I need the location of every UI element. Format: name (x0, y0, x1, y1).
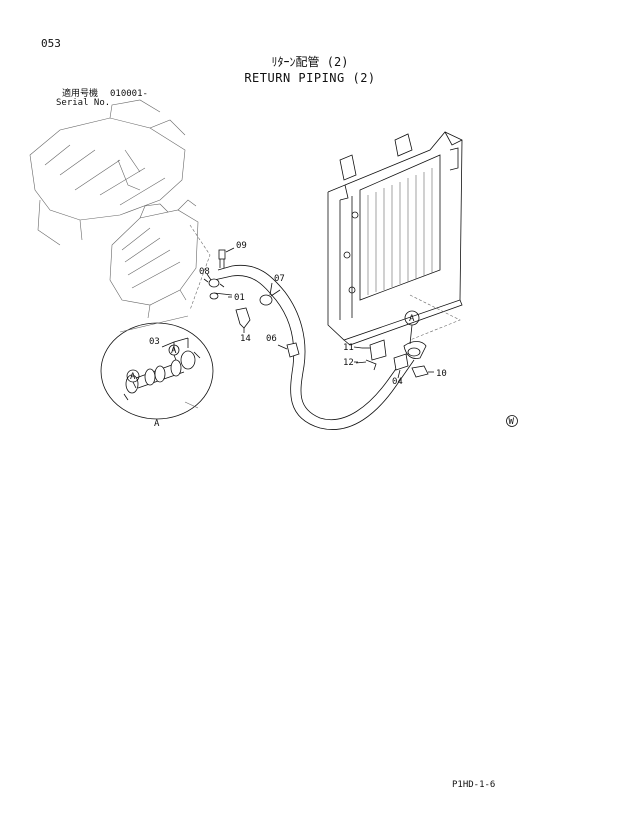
reference-label-a-detail: A (171, 346, 177, 356)
callout-14: 14 (240, 334, 251, 344)
radiator-oil-cooler (327, 131, 463, 346)
control-valve-ghost-drawing (109, 199, 199, 319)
reference-circle-a-upper (404, 310, 420, 345)
hose-band-part-01 (209, 292, 233, 300)
callout-08: 08 (199, 267, 210, 277)
footer-page-code: P1HD-1-6 (452, 780, 496, 790)
callout-11: 11 (343, 343, 354, 353)
callout-03: 03 (149, 337, 160, 347)
reference-label-a-ring: A (130, 372, 136, 382)
detail-view-a (100, 315, 214, 420)
projection-lines (189, 224, 461, 341)
title-japanese: ﾘﾀｰﾝ配管 (2) (271, 55, 349, 69)
reference-label-a-bottom: A (154, 419, 160, 429)
callout-leaders (228, 282, 363, 363)
serial-label-english: Serial No. (56, 98, 111, 108)
w-mark-label: W (509, 417, 515, 427)
bolt-part-10 (411, 365, 434, 378)
callout-09: 09 (236, 241, 247, 251)
hose-connection-a (403, 341, 427, 359)
page-number: 053 (41, 37, 61, 50)
serial-number-value: 010001- (110, 89, 148, 99)
bolt-part-09 (218, 249, 226, 268)
callout-04: 04 (392, 377, 403, 387)
title-english: RETURN PIPING (2) (244, 71, 376, 85)
bolt-part-12 (355, 359, 377, 371)
callout-12: 12 (343, 358, 354, 368)
clamp-part-08 (203, 278, 225, 288)
serial-label-japanese: 適用号機 (62, 89, 99, 99)
callout-07: 07 (274, 274, 285, 284)
clamp-part-04 (393, 353, 409, 379)
engine-ghost-drawing (29, 99, 186, 246)
bracket-part-11 (362, 339, 387, 361)
elbow-part-14 (235, 307, 251, 333)
callout-01: 01 (234, 293, 245, 303)
return-pipe (213, 264, 415, 430)
callout-10: 10 (436, 369, 447, 379)
w-mark (506, 415, 518, 427)
connector-part-06 (277, 342, 300, 358)
pipe-clamp (259, 289, 281, 306)
reference-label-a-upper: A (409, 314, 415, 324)
callout-06: 06 (266, 334, 277, 344)
